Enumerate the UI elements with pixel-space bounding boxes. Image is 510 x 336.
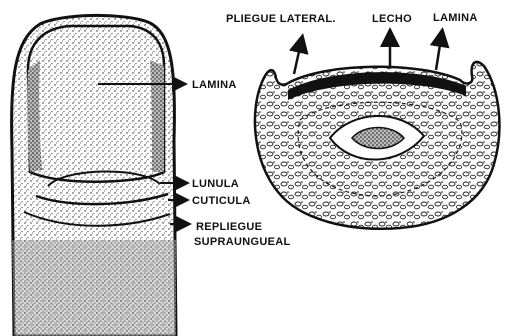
label-repliegue-line1: REPLIEGUE bbox=[196, 221, 262, 233]
label-lamina-left: LAMINA bbox=[192, 79, 237, 91]
nail-right-edge-shadow bbox=[150, 60, 164, 172]
label-pliegue-lateral: PLIEGUE LATERAL. bbox=[226, 13, 336, 25]
finger-illustration bbox=[12, 15, 176, 336]
label-lamina-right: LAMINA bbox=[433, 12, 478, 24]
label-cuticula: CUTICULA bbox=[192, 195, 251, 207]
finger-shading bbox=[12, 240, 176, 336]
label-lunula: LUNULA bbox=[192, 178, 239, 190]
cross-section-illustration bbox=[255, 62, 500, 229]
lamina-right-arrow bbox=[436, 32, 442, 70]
pliegue-lateral-arrow bbox=[294, 38, 302, 74]
label-repliegue-line2: SUPRAUNGUEAL bbox=[194, 236, 291, 248]
label-lecho: LECHO bbox=[372, 13, 412, 25]
nail-plate bbox=[28, 26, 164, 182]
